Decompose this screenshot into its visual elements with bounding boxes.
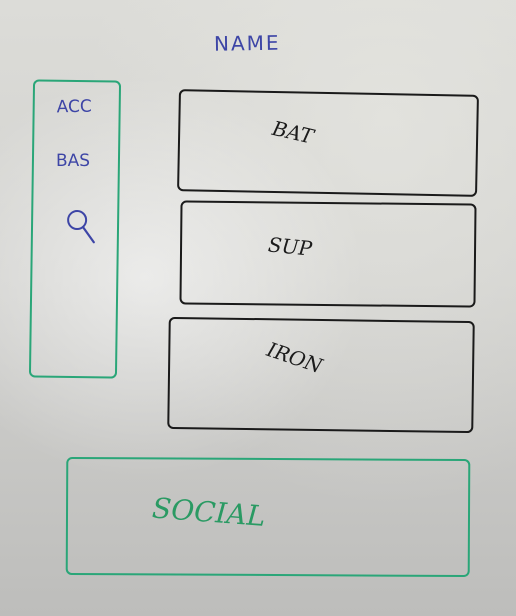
card-bat[interactable]: BAT — [177, 89, 479, 197]
card-label: IRON — [263, 337, 326, 379]
card-iron[interactable]: IRON — [167, 316, 475, 434]
social-panel[interactable]: SOCIAL — [65, 456, 471, 578]
social-label: SOCIAL — [150, 491, 267, 533]
search-icon — [67, 210, 95, 244]
card-label: SUP — [267, 232, 314, 261]
card-label: BAT — [270, 115, 316, 149]
card-sup[interactable]: SUP — [179, 200, 477, 308]
page-title: NAME — [213, 30, 281, 56]
sidebar: ACC BAS — [28, 79, 122, 379]
search-button[interactable] — [61, 202, 102, 253]
sidebar-item-bas[interactable]: BAS — [55, 150, 91, 172]
sidebar-item-acc[interactable]: ACC — [56, 96, 92, 118]
